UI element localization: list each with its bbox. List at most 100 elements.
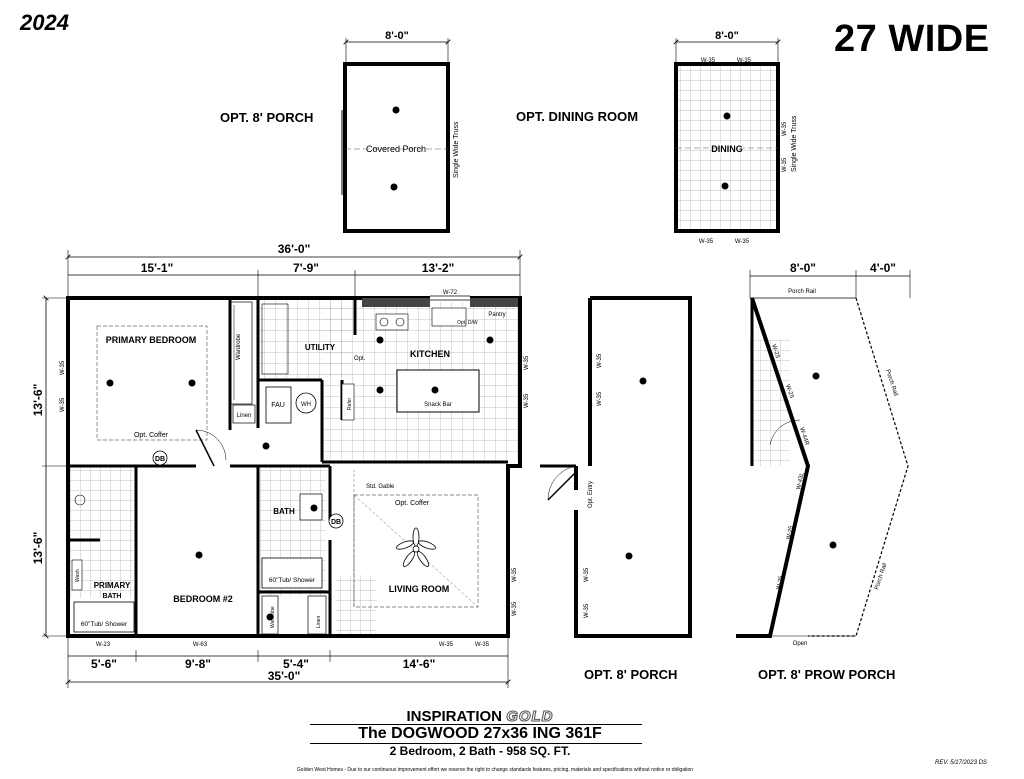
opt-porch-top-title: OPT. 8' PORCH	[220, 110, 314, 125]
dining-window-label: W-35	[701, 58, 716, 64]
light-fixture	[188, 379, 196, 387]
porch-rail-label-a: Porch Rail	[884, 369, 898, 397]
light-fixture	[310, 504, 318, 512]
snack-bar-label: Snack Bar	[424, 402, 452, 408]
dining-window-label: W-35	[699, 239, 714, 245]
primary-bedroom-label: PRIMARY BEDROOM	[106, 335, 197, 345]
opt-label: Opt.	[354, 356, 366, 362]
dimension-bottom-a: 5'-6"	[91, 657, 117, 671]
water-heater-label: WH	[301, 402, 311, 408]
light-fixture	[431, 386, 439, 394]
main-plan: 36'-0" 15'-1" 7'-9" 13'-2" 13'-6" 13'-6"	[31, 242, 530, 688]
porch-top-dimension: 8'-0"	[385, 30, 409, 42]
window-label: W-35	[439, 642, 454, 648]
porch-rail-label-b: Porch Rail	[874, 562, 888, 590]
light-fixture	[639, 377, 647, 385]
revision-stamp: REV. 5/17/2023 DS	[935, 760, 987, 766]
opt-coffer-label: Opt. Coffer	[134, 432, 169, 439]
dining-window-label: W-35	[782, 121, 788, 136]
model-title: The DOGWOOD 27x36 ING 361F	[358, 725, 602, 742]
series-sub-title: GOLD	[506, 708, 554, 726]
opt-dw-label: Opt. D/W	[457, 320, 478, 326]
primary-bath-label-2: BATH	[103, 593, 122, 600]
home-width-label: 27 WIDE	[834, 18, 990, 60]
window-label: W-35	[524, 355, 530, 370]
prow-window-label: W-44R	[798, 427, 810, 447]
porch-side-window-label: W-35	[597, 391, 603, 406]
pantry-label: Pantry	[488, 312, 505, 318]
open-label: Open	[793, 641, 808, 647]
window-label: W-35	[60, 397, 66, 412]
dimension-bottom-c: 5'-4"	[283, 657, 309, 671]
light-fixture	[266, 613, 274, 621]
kitchen-label: KITCHEN	[410, 349, 450, 359]
dimension-top-c: 13'-2"	[422, 261, 455, 275]
opt-porch-side: Opt. Entry W-35 W-35 W-35 W-35	[540, 296, 692, 638]
prow-window-label: W-43L	[796, 471, 806, 490]
opt-porch-top: 8'-0" Covered Porch Single Wide Truss	[341, 30, 460, 233]
porch-rail-top-label: Porch Rail	[788, 289, 816, 295]
covered-porch-label: Covered Porch	[366, 144, 426, 154]
db-label: DB	[331, 519, 341, 526]
window-label: W-35	[60, 360, 66, 375]
dining-window-label: W-35	[737, 58, 752, 64]
dimension-top-a: 15'-1"	[141, 261, 174, 275]
dining-truss-label: Single Wide Truss	[791, 115, 798, 172]
prow-window-label: W-25	[786, 525, 795, 541]
opt-dining-room: 8'-0" DINING W-35 W-35 W-35 W-35 W-35 W-…	[676, 30, 798, 245]
light-fixture	[723, 112, 731, 120]
window-label: W-63	[193, 642, 208, 648]
light-fixture	[376, 336, 384, 344]
dimension-top-b: 7'-9"	[293, 261, 319, 275]
light-fixture	[262, 442, 270, 450]
disclaimer-text: Golden West Homes - Due to our continuou…	[296, 767, 694, 773]
porch-side-window-label: W-35	[584, 603, 590, 618]
series-title: INSPIRATION GOLD	[406, 708, 554, 726]
model-summary: 2 Bedroom, 2 Bath - 958 SQ. FT.	[389, 744, 571, 758]
porch-side-window-label: W-35	[597, 353, 603, 368]
light-fixture	[829, 541, 837, 549]
bath-label: BATH	[273, 507, 295, 516]
tub-label: 60"Tub/ Shower	[269, 577, 316, 584]
window-label: W-35	[512, 567, 518, 582]
prow-dimension-b: 4'-0"	[870, 261, 896, 275]
dimension-overall-width: 36'-0"	[278, 242, 311, 256]
prow-window-label: W-25	[776, 575, 785, 591]
light-fixture	[106, 379, 114, 387]
light-fixture	[721, 182, 729, 190]
db-label: DB	[155, 456, 165, 463]
light-fixture	[390, 183, 398, 191]
window-label: W-35	[475, 642, 490, 648]
porch-top-truss-label: Single Wide Truss	[453, 121, 460, 178]
light-fixture	[195, 551, 203, 559]
linen-label-2: Linen	[316, 616, 322, 628]
opt-dining-title: OPT. DINING ROOM	[516, 109, 639, 124]
light-fixture	[376, 386, 384, 394]
prow-window-label: W-25	[770, 344, 780, 360]
dimension-bottom-d: 14'-6"	[403, 657, 436, 671]
utility-label: UTILITY	[305, 343, 336, 352]
linen-label: Linen	[237, 413, 252, 419]
ceiling-fan-icon	[396, 527, 436, 567]
wash-label: Wash	[75, 569, 81, 582]
dining-dimension: 8'-0"	[715, 30, 739, 42]
opt-coffer-label-2: Opt. Coffer	[395, 500, 430, 507]
window-label: W-23	[96, 642, 111, 648]
living-room-label: LIVING ROOM	[389, 584, 450, 594]
light-fixture	[812, 372, 820, 380]
dining-window-label: W-35	[782, 157, 788, 172]
dimension-left-a: 13'-6"	[31, 384, 45, 417]
light-fixture	[392, 106, 400, 114]
porch-side-window-label: W-35	[584, 567, 590, 582]
window-label: W-35	[524, 393, 530, 408]
window-label: W-35	[512, 601, 518, 616]
dining-window-label: W-35	[735, 239, 750, 245]
opt-porch-side-title: OPT. 8' PORCH	[584, 667, 678, 682]
window-label: W-72	[443, 290, 458, 296]
opt-prow-porch: 8'-0" 4'-0" Porch Rail Porch Rail Porch …	[736, 261, 911, 647]
std-gable-label: Std. Gable	[366, 484, 395, 490]
model-year: 2024	[20, 10, 69, 35]
primary-bath-label-1: PRIMARY	[94, 581, 131, 590]
dimension-overall-length: 35'-0"	[268, 669, 301, 683]
